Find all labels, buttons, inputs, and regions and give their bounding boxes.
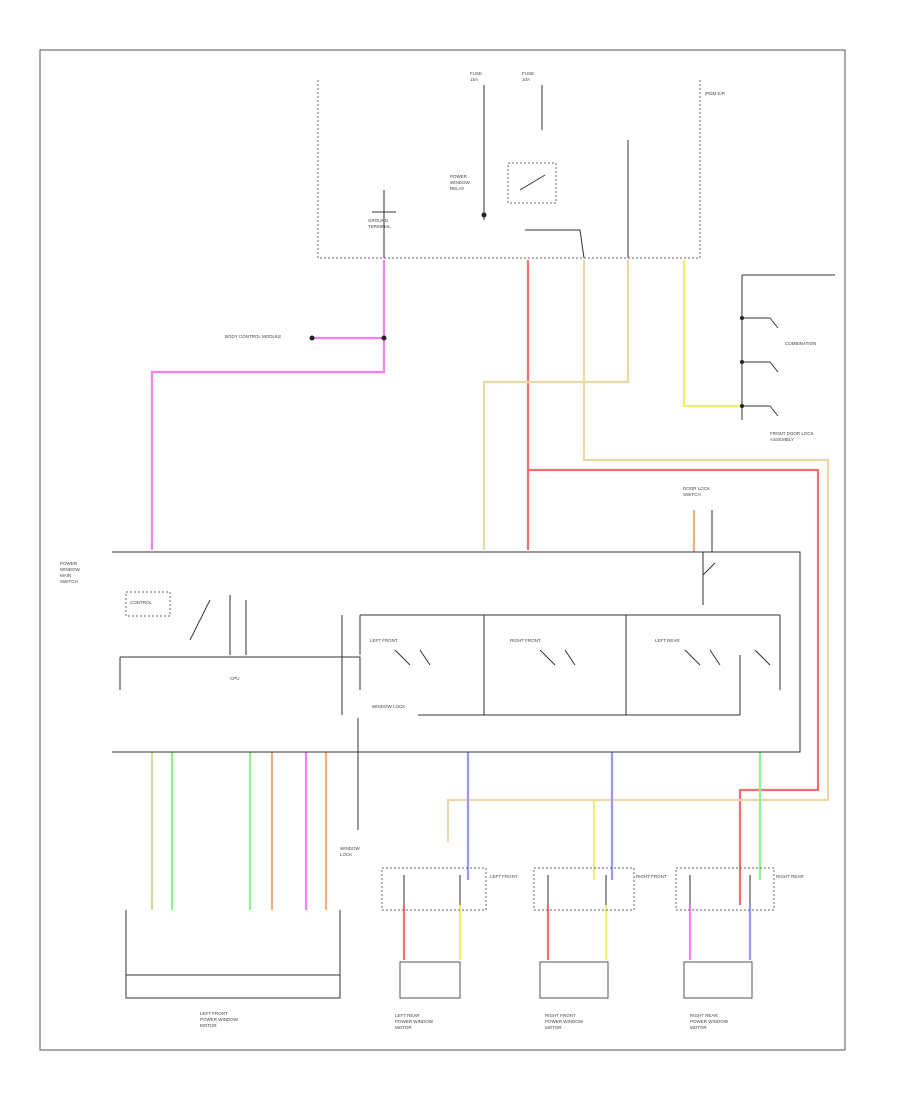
svg-text:MAIN: MAIN — [60, 573, 71, 578]
svg-text:LEFT REAR: LEFT REAR — [395, 1013, 420, 1018]
svg-text:WINDOW: WINDOW — [450, 180, 470, 185]
svg-text:IPDM E/R: IPDM E/R — [705, 91, 726, 96]
svg-text:POWER WINDOW: POWER WINDOW — [200, 1017, 239, 1022]
door-lock-switch: DOOR LOCK SWITCH — [683, 486, 716, 605]
svg-text:RIGHT REAR: RIGHT REAR — [690, 1013, 718, 1018]
svg-text:LEFT FRONT: LEFT FRONT — [370, 638, 398, 643]
svg-text:LEFT FRONT: LEFT FRONT — [200, 1011, 228, 1016]
svg-text:POWER WINDOW: POWER WINDOW — [690, 1019, 729, 1024]
rr-power-window-switch: RIGHT REAR — [675, 867, 804, 911]
svg-text:FUSE: FUSE — [522, 71, 534, 76]
svg-text:MOTOR: MOTOR — [545, 1025, 562, 1030]
lf-power-window-switch: LEFT FRONT — [381, 867, 518, 911]
lf-power-window-motor: LEFT FRONT POWER WINDOW MOTOR — [125, 910, 341, 1028]
lr-power-window-switch: RIGHT FRONT — [533, 867, 667, 911]
svg-text:CONTROL: CONTROL — [130, 600, 152, 605]
svg-text:WINDOW LOCK: WINDOW LOCK — [372, 704, 405, 709]
main-switch-lr: LEFT REAR — [625, 615, 721, 715]
svg-text:MOTOR: MOTOR — [395, 1025, 412, 1030]
svg-text:TERMINAL: TERMINAL — [368, 224, 391, 229]
power-window-relay: POWER WINDOW RELAY — [450, 85, 629, 259]
main-switch-rf: RIGHT FRONT — [483, 615, 576, 715]
svg-text:FUSE: FUSE — [470, 71, 482, 76]
svg-text:SWITCH: SWITCH — [60, 579, 78, 584]
svg-text:RELAY: RELAY — [450, 186, 464, 191]
wire-tan — [482, 260, 630, 550]
svg-text:RIGHT FRONT: RIGHT FRONT — [510, 638, 541, 643]
svg-text:POWER: POWER — [60, 561, 78, 566]
lr-power-window-motor: LEFT REAR POWER WINDOW MOTOR — [395, 961, 461, 1030]
svg-text:WINDOW: WINDOW — [340, 846, 360, 851]
wire-pink — [150, 260, 386, 550]
svg-text:15A: 15A — [470, 77, 478, 82]
svg-text:LEFT REAR: LEFT REAR — [655, 638, 680, 643]
svg-text:LOCK: LOCK — [340, 852, 352, 857]
window-lock-switch: WINDOW LOCK — [340, 760, 360, 857]
svg-text:RIGHT FRONT: RIGHT FRONT — [636, 874, 667, 879]
svg-text:GROUND: GROUND — [368, 218, 389, 223]
svg-text:POWER WINDOW: POWER WINDOW — [545, 1019, 584, 1024]
main-switch-rr — [739, 649, 771, 715]
svg-text:10A: 10A — [522, 77, 530, 82]
main-switch-lf: LEFT FRONT — [341, 615, 431, 715]
svg-text:RIGHT FRONT: RIGHT FRONT — [545, 1013, 576, 1018]
ground-top: GROUND TERMINAL — [368, 190, 396, 258]
svg-text:WINDOW: WINDOW — [60, 567, 80, 572]
svg-text:POWER WINDOW: POWER WINDOW — [395, 1019, 434, 1024]
svg-text:FRONT DOOR LOCK: FRONT DOOR LOCK — [770, 431, 814, 436]
rf-power-window-motor: RIGHT FRONT POWER WINDOW MOTOR — [539, 961, 609, 1030]
wire-yellow — [682, 260, 742, 408]
svg-text:ASSEMBLY: ASSEMBLY — [770, 437, 794, 442]
svg-text:CPU: CPU — [230, 676, 240, 681]
svg-text:LEFT FRONT: LEFT FRONT — [490, 874, 518, 879]
svg-text:BODY CONTROL MODULE: BODY CONTROL MODULE — [225, 334, 281, 339]
svg-text:SWITCH: SWITCH — [683, 492, 701, 497]
svg-text:COMBINATION: COMBINATION — [785, 341, 816, 346]
svg-text:MOTOR: MOTOR — [200, 1023, 217, 1028]
combination-switch: COMBINATION FRONT DOOR LOCK ASSEMBLY — [740, 274, 835, 442]
svg-text:RIGHT REAR: RIGHT REAR — [776, 874, 804, 879]
svg-text:MOTOR: MOTOR — [690, 1025, 707, 1030]
diagram-frame — [39, 49, 846, 1051]
power-window-main-switch: POWER WINDOW MAIN SWITCH CONTROL CPU WIN… — [60, 551, 801, 760]
rr-power-window-motor: RIGHT REAR POWER WINDOW MOTOR — [683, 961, 753, 1030]
svg-text:DOOR LOCK: DOOR LOCK — [683, 486, 710, 491]
svg-text:POWER: POWER — [450, 174, 468, 179]
